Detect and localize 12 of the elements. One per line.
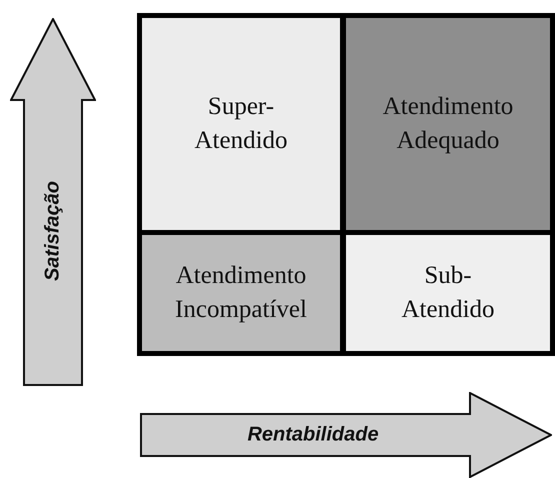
axis-label: Rentabilidade bbox=[247, 424, 379, 446]
matrix-cell bbox=[346, 235, 550, 351]
axis-label: Satisfação bbox=[42, 181, 64, 282]
quadrant-label: Super- Atendido bbox=[193, 92, 289, 156]
matrix-cell bbox=[346, 18, 550, 230]
quadrant-label: Atendimento Incompatível bbox=[174, 261, 308, 325]
axis-arrow bbox=[10, 18, 96, 386]
axis-arrow bbox=[140, 392, 552, 478]
matrix-cell bbox=[142, 235, 340, 351]
matrix-cell bbox=[142, 18, 340, 230]
quadrant-label: Sub- Atendido bbox=[400, 261, 496, 325]
quadrant-label: Atendimento Adequado bbox=[382, 92, 514, 156]
